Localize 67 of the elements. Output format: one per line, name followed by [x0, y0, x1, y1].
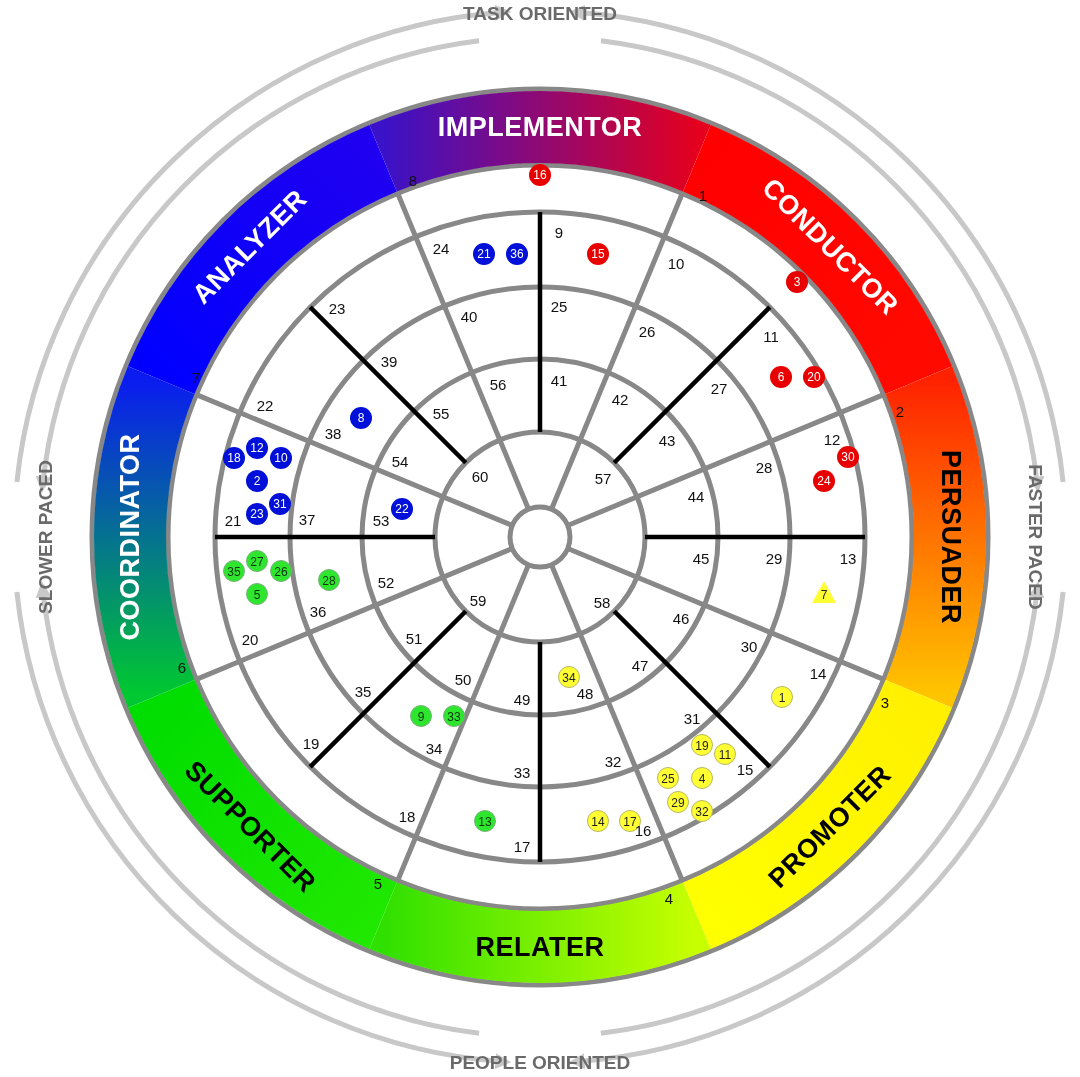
- cell-number: 23: [328, 300, 346, 316]
- cell-number: 43: [658, 432, 676, 448]
- cell-number: 34: [425, 740, 443, 756]
- cell-number: 14: [809, 665, 827, 681]
- cell-number: 52: [377, 574, 395, 590]
- cell-number: 4: [664, 890, 674, 906]
- cell-number: 28: [755, 459, 773, 475]
- cell-number: 48: [576, 685, 594, 701]
- cell-number: 35: [354, 683, 372, 699]
- cell-number: 46: [672, 610, 690, 626]
- segment-label: IMPLEMENTOR: [437, 113, 643, 141]
- cell-number: 7: [191, 369, 201, 385]
- axis-label: SLOWER PACED: [35, 460, 55, 614]
- cell-number: 31: [683, 710, 701, 726]
- cell-number: 39: [380, 353, 398, 369]
- cell-number: 2: [895, 403, 905, 419]
- cell-number: 25: [550, 298, 568, 314]
- cell-number: 12: [823, 431, 841, 447]
- cell-number: 53: [372, 512, 390, 528]
- segment-label: RELATER: [475, 933, 605, 961]
- cell-number: 57: [594, 470, 612, 486]
- cell-number: 24: [432, 240, 450, 256]
- cell-number: 50: [454, 671, 472, 687]
- axis-label: PEOPLE ORIENTED: [449, 1052, 631, 1072]
- cell-number: 36: [309, 603, 327, 619]
- cell-number: 59: [469, 592, 487, 608]
- cell-number: 1: [698, 187, 708, 203]
- cell-number: 51: [405, 630, 423, 646]
- cell-number: 27: [710, 380, 728, 396]
- cell-number: 58: [593, 594, 611, 610]
- cell-number: 6: [177, 659, 187, 675]
- cell-number: 5: [373, 875, 383, 891]
- cell-number: 19: [302, 735, 320, 751]
- cell-number: 13: [839, 550, 857, 566]
- cell-number: 21: [224, 512, 242, 528]
- cell-number: 42: [611, 391, 629, 407]
- cell-number: 18: [398, 808, 416, 824]
- cell-number: 44: [687, 488, 705, 504]
- cell-number: 54: [391, 453, 409, 469]
- segment-label: PERSUADER: [936, 450, 964, 624]
- cell-number: 8: [408, 172, 418, 188]
- cell-number: 40: [460, 308, 478, 324]
- cell-number: 20: [241, 631, 259, 647]
- axis-label: TASK ORIENTED: [463, 3, 617, 23]
- cell-number: 47: [631, 657, 649, 673]
- segment-label: COORDINATOR: [116, 433, 144, 641]
- cell-number: 33: [513, 764, 531, 780]
- cell-number: 15: [736, 761, 754, 777]
- cell-number: 37: [298, 511, 316, 527]
- cell-number: 56: [489, 376, 507, 392]
- cell-number: 29: [765, 550, 783, 566]
- cell-number: 3: [880, 694, 890, 710]
- cell-number: 38: [324, 425, 342, 441]
- axis-label: FASTER PACED: [1025, 464, 1045, 610]
- cell-number: 41: [550, 372, 568, 388]
- cell-number: 10: [667, 255, 685, 271]
- cell-number: 11: [763, 328, 779, 344]
- cell-number: 30: [740, 638, 758, 654]
- cell-number: 45: [692, 550, 710, 566]
- cell-number: 55: [432, 405, 450, 421]
- cell-number: 49: [513, 691, 531, 707]
- cell-number: 26: [638, 323, 656, 339]
- cell-number: 32: [604, 753, 622, 769]
- cell-number: 60: [471, 468, 489, 484]
- cell-number: 22: [256, 397, 274, 413]
- cell-number: 17: [513, 838, 531, 854]
- cell-number: 9: [554, 224, 564, 240]
